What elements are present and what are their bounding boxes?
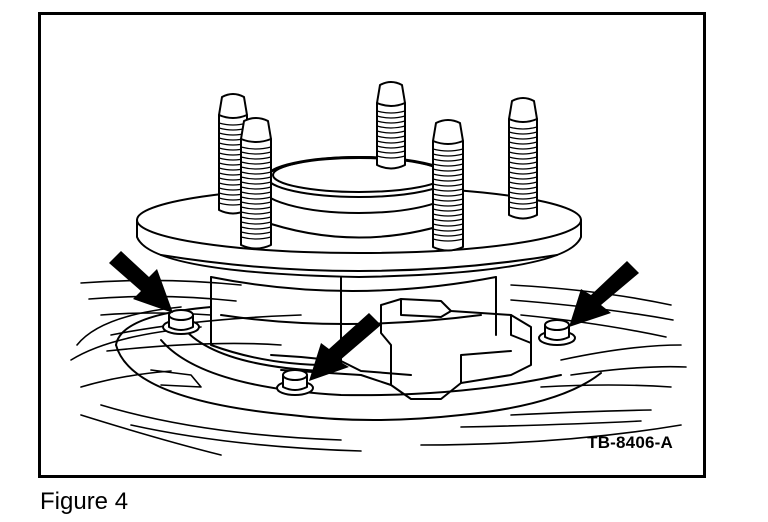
- bearing-housing: [210, 276, 532, 400]
- figure-id-label: TB-8406-A: [587, 433, 673, 452]
- figure-frame: TB-8406-A: [38, 12, 706, 478]
- callout-arrow-right: [569, 261, 639, 327]
- hub-illustration: [70, 81, 687, 456]
- wheel-stud: [432, 119, 464, 252]
- callout-arrow-left: [109, 251, 173, 313]
- wheel-stud: [376, 81, 406, 170]
- wheel-stud: [508, 97, 538, 220]
- wheel-studs: [218, 81, 538, 252]
- backing-plate: [70, 279, 362, 456]
- mounting-bolt-right: [538, 319, 576, 346]
- hub-pilot: [258, 156, 460, 239]
- wheel-stud: [240, 117, 272, 250]
- callout-arrow-center: [309, 313, 381, 381]
- mounting-bolt-center: [276, 369, 314, 396]
- mounting-bolt-left: [162, 309, 200, 335]
- figure-caption: Figure 4: [40, 488, 129, 515]
